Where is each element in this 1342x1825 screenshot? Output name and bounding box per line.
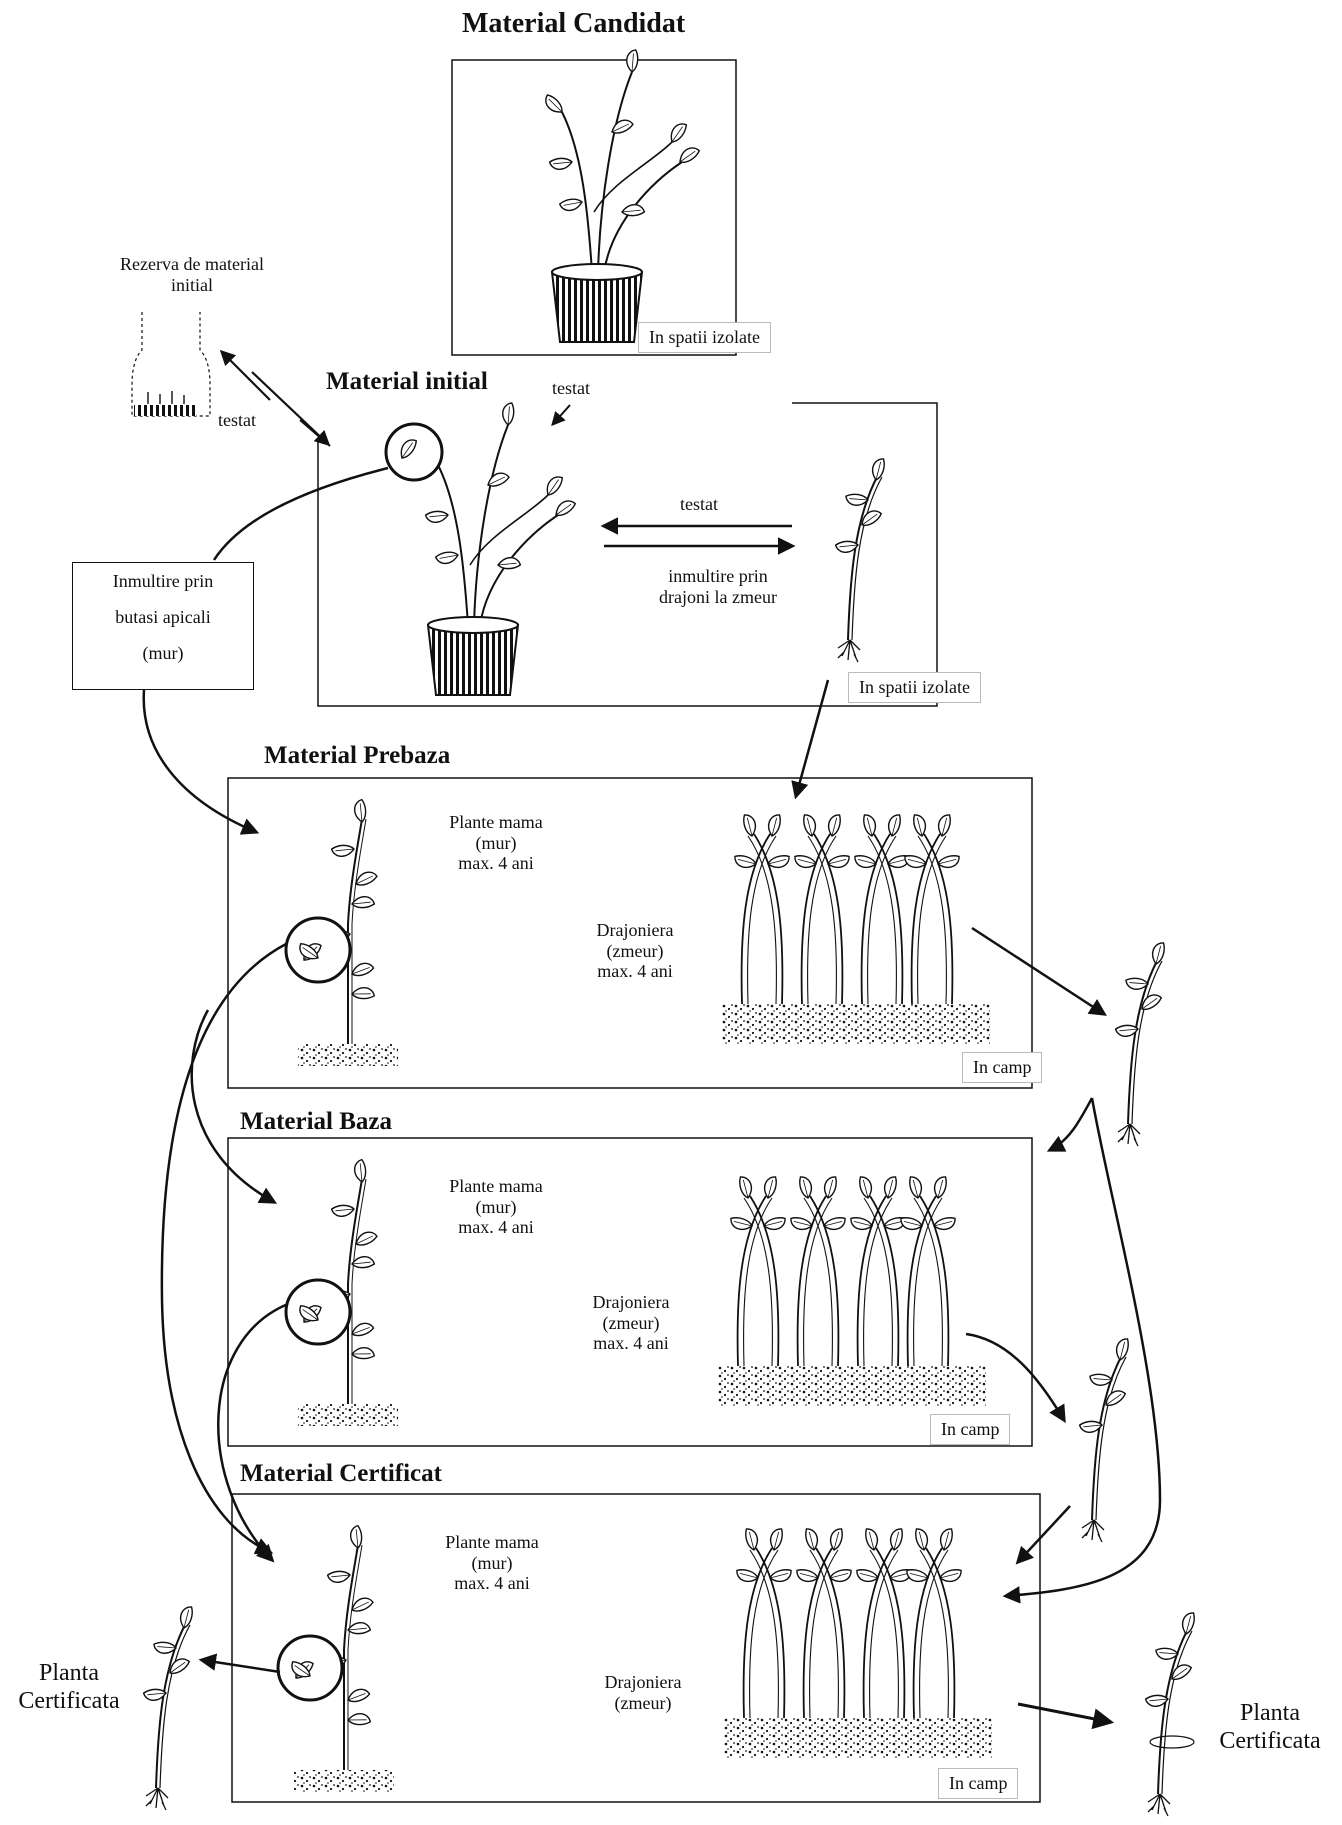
prebaza-nursery-line1: Drajoniera <box>596 920 674 940</box>
baza-nursery-illustration <box>718 1174 986 1406</box>
certified-right-line2: Certificata <box>1219 1727 1321 1754</box>
title-baza: Material Baza <box>240 1108 393 1135</box>
drajoni-label-line2: drajoni la zmeur <box>659 586 777 607</box>
baza-mother-text: Plante mama (mur) max. 4 ani <box>430 1176 562 1238</box>
baza-mother-plant <box>327 1159 378 1404</box>
prebaza-nursery-line3: max. 4 ani <box>597 961 673 982</box>
baza-nursery-line2: (zmeur) <box>602 1312 660 1333</box>
certificat-nursery-text: Drajoniera (zmeur) <box>588 1672 698 1713</box>
drajoni-label: inmultire prin drajoni la zmeur <box>628 566 808 607</box>
baza-mother-line1: Plante mama <box>449 1176 543 1196</box>
prebaza-nursery-line2: (zmeur) <box>606 940 664 961</box>
certificat-box <box>231 1493 1041 1803</box>
certified-plant-right-illustration <box>1145 1610 1199 1816</box>
initial-cutting-circle <box>384 422 444 482</box>
certificat-nursery-line1: Drajoniera <box>604 1672 682 1692</box>
certified-plant-left-label: Planta Certificata <box>4 1660 134 1715</box>
baza-box <box>227 1137 1033 1447</box>
title-candidat: Material Candidat <box>462 8 686 39</box>
certificat-mother-line3: max. 4 ani <box>454 1573 530 1594</box>
certificat-mother-line2: (mur) <box>471 1552 513 1573</box>
testat-mid-label: testat <box>680 494 718 514</box>
baza-nursery-text: Drajoniera (zmeur) max. 4 ani <box>576 1292 686 1354</box>
prebaza-sucker-illustration <box>1115 940 1169 1146</box>
baza-nursery-line1: Drajoniera <box>592 1292 670 1312</box>
candidat-box <box>451 59 737 356</box>
title-prebaza: Material Prebaza <box>264 742 451 769</box>
prebaza-nursery-text: Drajoniera (zmeur) max. 4 ani <box>580 920 690 982</box>
prebaza-nursery-illustration <box>722 812 990 1044</box>
certificat-nursery-line2: (zmeur) <box>614 1692 672 1713</box>
certified-plant-right-label: Planta Certificata <box>1200 1700 1340 1755</box>
certificat-mother-text: Plante mama (mur) max. 4 ani <box>426 1532 558 1594</box>
reserve-label: Rezerva de material initial <box>92 254 292 295</box>
certificat-mother-line1: Plante mama <box>445 1532 539 1552</box>
title-certificat: Material Certificat <box>240 1460 442 1487</box>
candidat-plant-illustration <box>543 48 702 342</box>
certified-right-line1: Planta <box>1240 1700 1300 1726</box>
tag-field-baza: In camp <box>930 1414 1011 1445</box>
prebaza-box <box>227 777 1033 1089</box>
prebaza-mother-line1: Plante mama <box>449 812 543 832</box>
initial-box <box>317 402 938 707</box>
reserve-label-line2: initial <box>171 274 213 295</box>
tag-isolated-candidat: In spatii izolate <box>638 322 771 353</box>
prebaza-mother-text: Plante mama (mur) max. 4 ani <box>430 812 562 874</box>
apical-cuttings-box: Inmultire prin butasi apicali (mur) <box>72 562 254 690</box>
reserve-jar-illustration <box>131 312 211 417</box>
prebaza-mother-line2: (mur) <box>475 832 517 853</box>
tag-field-certificat: In camp <box>938 1768 1019 1799</box>
prebaza-mother-line3: max. 4 ani <box>458 853 534 874</box>
certified-left-line1: Planta <box>39 1660 99 1686</box>
tag-field-prebaza: In camp <box>962 1052 1043 1083</box>
apical-box-line3: (mur) <box>142 643 184 663</box>
drajoni-label-line1: inmultire prin <box>668 566 768 586</box>
apical-box-line2: butasi apicali <box>115 607 211 627</box>
baza-mother-line2: (mur) <box>475 1196 517 1217</box>
reserve-label-line1: Rezerva de material <box>120 254 264 274</box>
apical-box-line1: Inmultire prin <box>112 571 214 591</box>
baza-mother-line3: max. 4 ani <box>458 1217 534 1238</box>
initial-sucker-illustration <box>835 456 889 662</box>
certificat-nursery-illustration <box>724 1526 992 1758</box>
baza-sucker-illustration <box>1079 1336 1133 1542</box>
title-initial: Material initial <box>326 368 488 395</box>
certified-plant-left-illustration <box>143 1604 197 1810</box>
testat-top-label: testat <box>552 378 590 398</box>
tag-isolated-initial: In spatii izolate <box>848 672 981 703</box>
certified-left-line2: Certificata <box>18 1687 120 1714</box>
testat-reserve-label: testat <box>218 410 256 430</box>
baza-nursery-line3: max. 4 ani <box>593 1333 669 1354</box>
